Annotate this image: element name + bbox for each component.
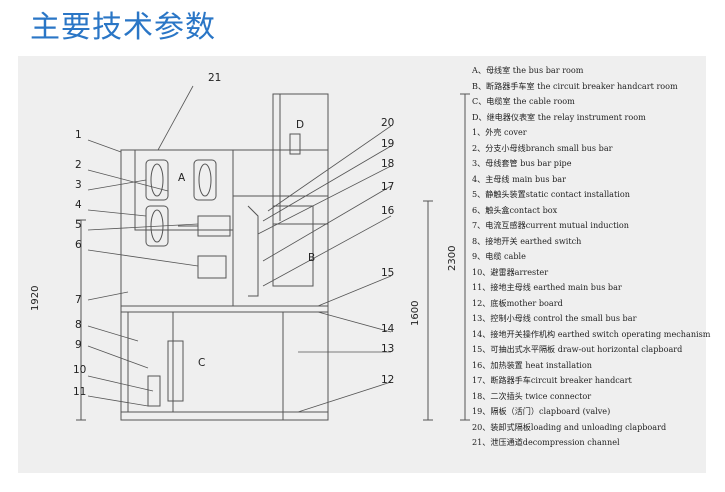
legend-item: 9、电缆 cable [472, 251, 526, 261]
legend-item: 12、底板mother board [472, 297, 563, 308]
callout-5: 5 [75, 219, 82, 231]
callout-13: 13 [381, 343, 394, 355]
dimension-1600: 1600 [410, 301, 421, 326]
legend-item: 13、控制小母线 control the small bus bar [472, 313, 637, 323]
legend-item: 8、接地开关 earthed switch [472, 235, 582, 246]
callout-14: 14 [381, 323, 395, 335]
callout-4: 4 [75, 199, 82, 211]
legend-item: 2、分支小母线branch small bus bar [472, 142, 613, 153]
busbar-room-outline [134, 149, 234, 231]
callout-11: 11 [73, 386, 86, 398]
callout-21: 21 [208, 72, 221, 84]
switchgear-diagram: 21 20 19 18 17 16 15 14 13 12 1 2 3 4 5 … [30, 72, 470, 421]
callout-17: 17 [381, 181, 394, 193]
callout-18: 18 [381, 158, 394, 170]
dimension-2300: 2300 [447, 246, 458, 271]
callout-20: 20 [381, 117, 394, 129]
relay-room-outline [272, 93, 329, 225]
zone-c: C [198, 357, 205, 369]
legend-item: 3、母线套管 bus bar pipe [472, 158, 572, 168]
callout-8: 8 [75, 319, 82, 331]
parts-legend: A、母线室 the bus bar room B、断路器手车室 the circ… [472, 63, 722, 451]
zone-a: A [178, 172, 186, 184]
legend-item: 11、接地主母线 earthed main bus bar [472, 282, 622, 292]
legend-item: 20、装卸式隔板loading and unloading clapboard [472, 421, 667, 432]
legend-item: 14、接地开关操作机构 earthed switch operating mec… [472, 328, 711, 339]
legend-item: 1、外壳 cover [472, 127, 527, 137]
callout-1: 1 [75, 129, 82, 141]
legend-item: 5、静触头装置static contact installation [472, 189, 630, 199]
callout-2: 2 [75, 159, 82, 171]
legend-item: 10、避雷器arrester [472, 266, 549, 277]
legend-item: 21、泄压通道decompression channel [472, 437, 620, 447]
callout-15: 15 [381, 267, 394, 279]
legend-item: 6、触头盒contact box [472, 204, 558, 215]
callout-19: 19 [381, 138, 394, 150]
callout-9: 9 [75, 339, 82, 351]
legend-item: 19、隔板（活门）clapboard (valve) [472, 406, 611, 416]
legend-item: 4、主母线 main bus bar [472, 173, 566, 184]
legend-item: A、母线室 the bus bar room [472, 65, 584, 75]
callout-12: 12 [381, 374, 394, 386]
callout-7: 7 [75, 294, 82, 306]
legend-item: B、断路器手车室 the circuit breaker handcart ro… [472, 80, 678, 91]
legend-item: 15、可抽出式水平隔板 draw-out horizontal clapboar… [472, 344, 683, 354]
legend-item: C、电缆室 the cable room [472, 96, 575, 106]
callout-3: 3 [75, 179, 82, 191]
zone-d: D [296, 119, 304, 131]
zone-b: B [308, 252, 315, 264]
page-title: 主要技术参数 [30, 10, 216, 45]
callout-16: 16 [381, 205, 395, 217]
legend-item: 17、断路器手车circuit breaker handcart [472, 375, 632, 385]
callout-10: 10 [73, 364, 86, 376]
legend-item: 18、二次插头 twice connector [472, 390, 592, 401]
legend-item: D、继电器仪表室 the relay instrument room [472, 111, 646, 122]
dimension-1920: 1920 [30, 286, 41, 311]
legend-item: 7、电流互感器current mutual induction [472, 220, 630, 230]
callout-6: 6 [75, 239, 82, 251]
legend-item: 16、加热装置 heat installation [472, 359, 592, 370]
